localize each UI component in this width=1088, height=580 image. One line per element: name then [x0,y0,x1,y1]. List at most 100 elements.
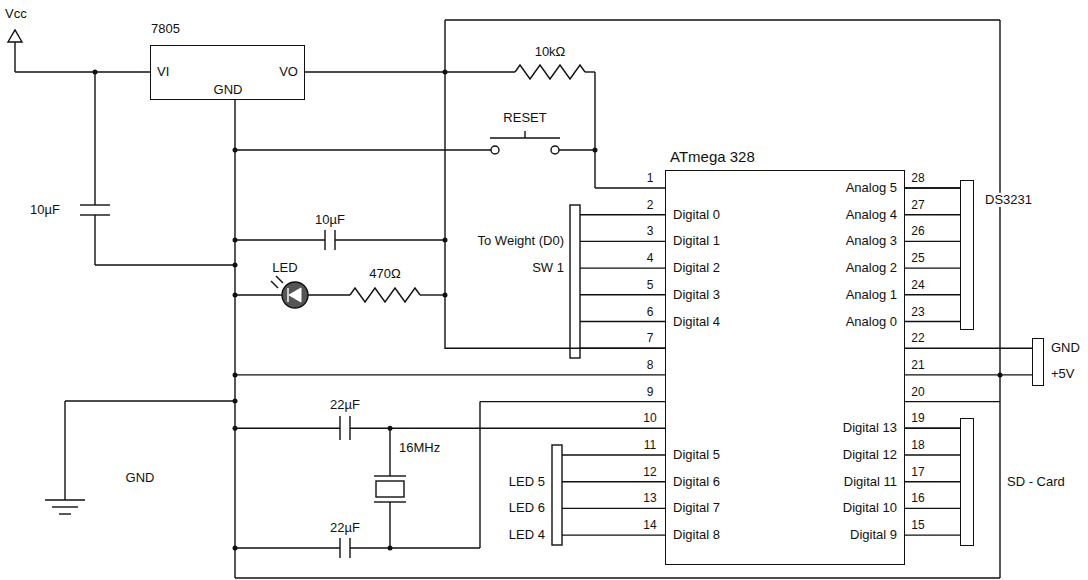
node-text: ATmega 328 [669,149,756,166]
pin-name: Analog 0 [845,314,898,328]
led-indicator [350,288,420,302]
pin-lead [235,188,1032,535]
crystal-circuit [479,402,480,548]
pin-number: 7 [646,333,655,346]
ground-rail [445,19,1000,20]
power-header: GND+5V [1032,338,1085,386]
pin-number: 4 [646,253,655,266]
pin-number: 2 [646,199,655,212]
component-label: SW 1 [531,261,565,275]
pin-lead [905,428,960,429]
node-text: VO [278,65,299,79]
crystal-circuit [376,481,404,497]
pin-name: Analog 2 [845,261,898,275]
led-indicator [287,288,288,302]
vcc-supply [8,30,22,42]
junction-dot [233,238,238,243]
pin-lead [562,454,665,455]
wire-connector [905,348,1032,349]
pin-lead [595,187,665,188]
pin-number: 12 [642,466,657,479]
ground-rail [444,20,445,72]
pin-lead [905,241,960,242]
ground-symbol [45,401,235,514]
reset-resistor [445,65,595,188]
input-capacitor [94,215,95,265]
component-label: To Weight (D0) [477,234,565,248]
junction-dot [388,546,393,551]
junction-dot [593,148,598,153]
pin-number: 6 [646,306,655,319]
pin-lead [905,187,960,188]
pin-name: Digital 5 [672,448,721,462]
component-label: 22µF [329,521,361,535]
pin-lead [480,401,665,402]
rtc-module-header: DS3231 [960,180,1040,330]
pin-number: 20 [910,386,925,399]
pin-number: 15 [910,520,925,533]
ground-symbol [64,401,65,500]
led-indicator [308,294,350,295]
vcc-supply [14,42,15,72]
pin-lead [562,508,665,509]
led-indicator [235,294,282,295]
pin-lead [580,214,665,215]
output-capacitor [324,230,325,250]
output-capacitor [335,239,445,240]
crystal-circuit [235,428,340,429]
pin-number: 28 [910,172,925,185]
pin-number: 22 [910,333,925,346]
vcc-supply [8,30,150,72]
pin-number: 13 [642,493,657,506]
crystal-circuit [389,502,390,548]
pin-name: Digital 4 [672,314,721,328]
reset-button [235,131,595,154]
node-text: GND [1050,341,1081,355]
crystal-circuit [350,547,480,548]
node-text: DS3231 [984,193,1033,207]
component-label: 22µF [329,398,361,412]
component-label: Vcc [4,7,28,21]
pin-lead [562,534,665,535]
pin-lead [580,294,665,295]
pin-number: 9 [646,386,655,399]
component-label: LED 5 [508,475,546,489]
ground-rail [999,20,1000,578]
reset-resistor [445,71,515,72]
component-label: 16MHz [398,441,441,455]
pin-lead [905,454,960,455]
pin-number: 26 [910,226,925,239]
pin-number: 1 [646,172,655,185]
ground-symbol [52,506,78,507]
crystal-circuit [339,538,340,558]
crystal-circuit [339,416,340,440]
pin-lead [905,267,960,268]
pin-lead [562,481,665,482]
pin-number: 11 [643,439,657,452]
component-label: LED 4 [508,528,546,542]
pin-name: Analog 4 [845,208,898,222]
pin-lead [905,534,960,535]
pin-number: 16 [910,493,925,506]
crystal-circuit [235,547,340,548]
crystal-circuit [374,475,406,476]
pin-lead [580,241,665,242]
pin-name: Digital 13 [842,421,898,435]
ground-rail [235,577,1000,578]
pin-name: Analog 3 [845,234,898,248]
junction-dot [233,426,238,431]
junction-dot [233,263,238,268]
pin-number: 17 [910,466,925,479]
component-label: 10µF [314,213,346,227]
wire-connector [905,428,960,429]
wire-connector [305,72,665,348]
junction-dot [233,148,238,153]
pin-name: Digital 12 [842,448,898,462]
reset-button [559,149,595,150]
pin-lead [905,294,960,295]
pin-name: Digital 1 [672,234,721,248]
pin-lead [350,428,665,429]
pin-name: Digital 10 [842,501,898,515]
pin-name: Digital 3 [672,288,721,302]
led-indicator [276,276,283,283]
